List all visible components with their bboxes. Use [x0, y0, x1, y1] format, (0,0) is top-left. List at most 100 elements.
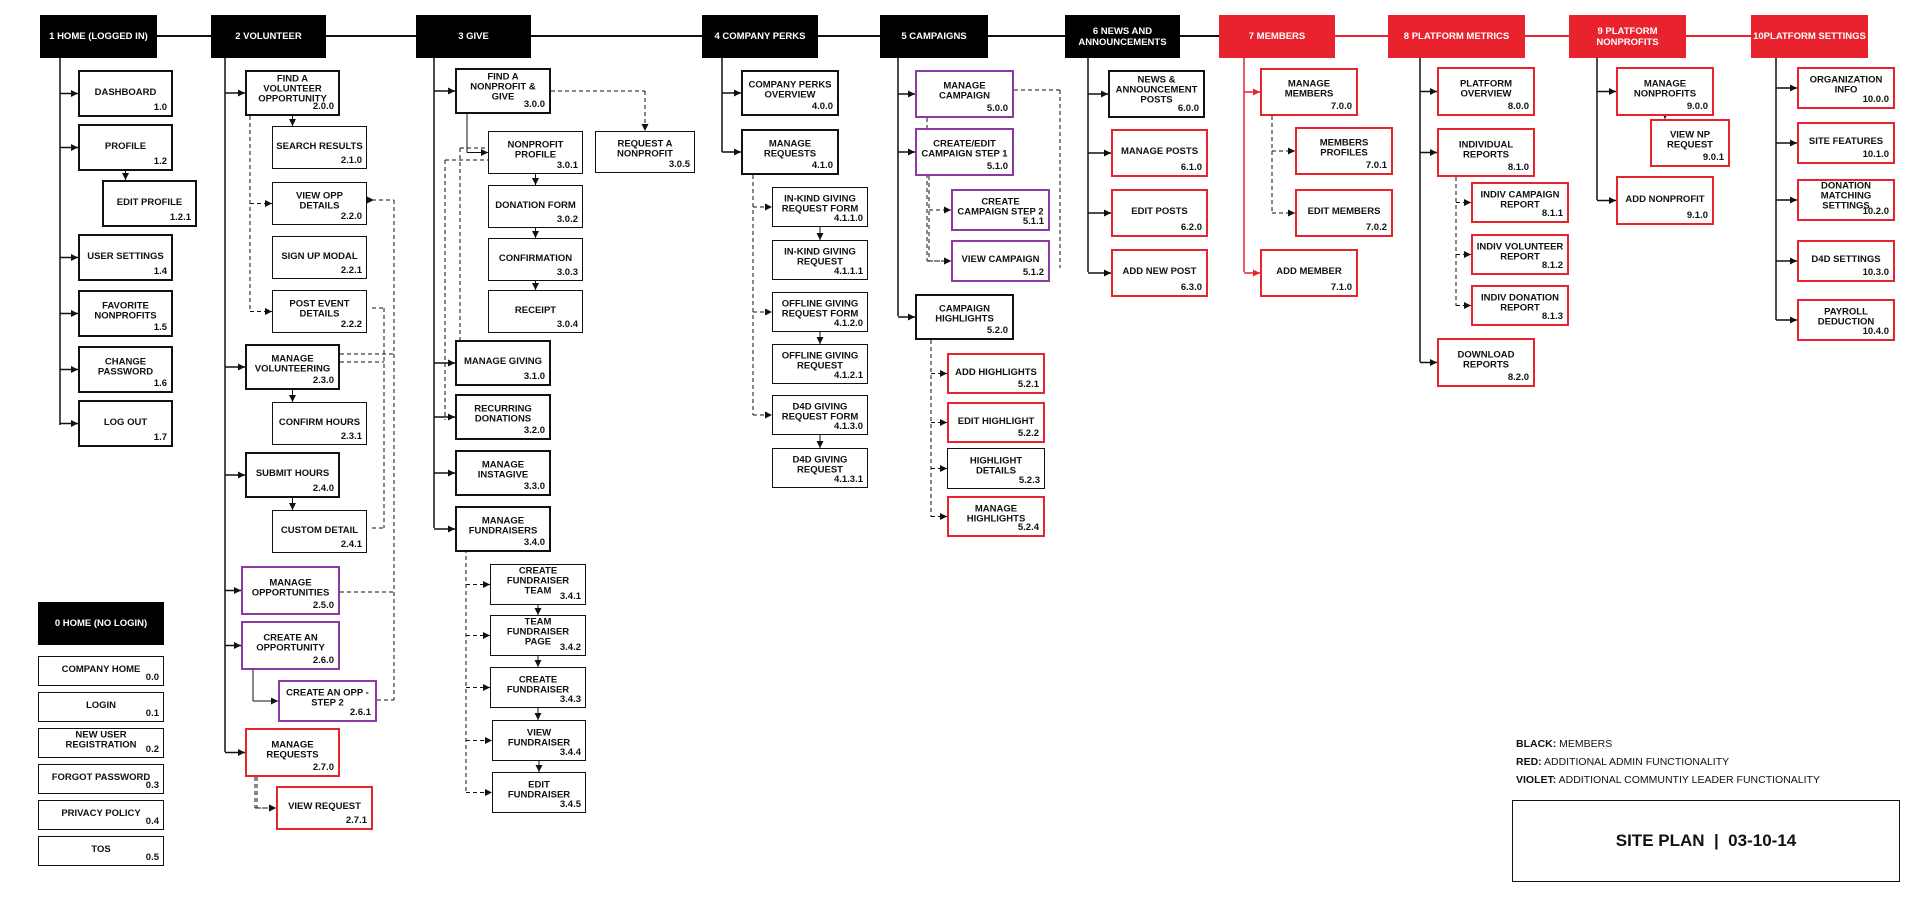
section-header-s1: 1 HOME (LOGGED IN): [40, 15, 157, 58]
page-node-number: 5.2.3: [1018, 475, 1040, 486]
page-node-label: PRIVACY POLICY: [61, 807, 141, 819]
page-node-number: 5.1.1: [1022, 216, 1044, 227]
arrowhead: [940, 513, 947, 520]
page-node-number: 2.0.0: [312, 101, 334, 112]
page-node-number: 6.0.0: [1177, 103, 1199, 114]
page-node-number: 2.6.0: [312, 655, 334, 666]
arrowhead: [289, 119, 296, 126]
page-node-label: LOGIN: [85, 699, 117, 711]
arrowhead: [1609, 197, 1616, 204]
page-node-label: DONATION MATCHING SETTINGS: [1820, 180, 1872, 212]
section-header-label: 0 HOME (NO LOGIN): [54, 618, 148, 629]
page-node-number: 4.1.3.0: [833, 421, 863, 432]
page-node-label: EDIT POSTS: [1131, 205, 1188, 217]
page-node-label: MANAGE REQUESTS: [266, 739, 319, 761]
section-header-label: 9 PLATFORM NONPROFITS: [1596, 25, 1659, 48]
legend-violet-key: VIOLET:: [1516, 774, 1557, 786]
section-header-s0: 0 HOME (NO LOGIN): [38, 602, 164, 645]
page-node-label: SUBMIT HOURS: [255, 467, 330, 479]
arrowhead: [289, 395, 296, 402]
page-node-number: 3.2.0: [523, 425, 545, 436]
page-node-label: REQUEST A NONPROFIT: [617, 138, 673, 160]
arrowhead: [1464, 251, 1471, 258]
section-header-label: 3 GIVE: [458, 31, 489, 42]
page-node-number: 8.1.3: [1541, 311, 1563, 322]
page-node-label: MANAGE OPPORTUNITIES: [251, 577, 330, 599]
page-node-label: MANAGE REQUESTS: [763, 138, 817, 160]
page-node-label: COMPANY PERKS OVERVIEW: [748, 79, 832, 101]
page-node-number: 8.1.1: [1541, 208, 1563, 219]
page-node-label: ADD HIGHLIGHTS: [955, 366, 1037, 378]
page-node-number: 4.1.2.0: [833, 318, 863, 329]
arrowhead: [534, 608, 542, 615]
section-header-s7: 7 MEMBERS: [1219, 15, 1335, 58]
page-node-number: 8.1.0: [1507, 162, 1529, 173]
arrowhead: [238, 89, 245, 97]
arrowhead: [1790, 84, 1797, 92]
page-node-label: MANAGE POSTS: [1120, 145, 1199, 157]
page-node-number: 1.0: [153, 102, 167, 113]
section-header-s4: 4 COMPANY PERKS: [702, 15, 818, 58]
section-header-label: 10PLATFORM SETTINGS: [1753, 31, 1866, 42]
page-node-number: 5.1.0: [986, 161, 1008, 172]
arrowhead: [483, 632, 490, 639]
page-node-number: 3.4.0: [523, 537, 545, 548]
page-node-number: 6.3.0: [1180, 282, 1202, 293]
arrowhead: [483, 684, 490, 691]
arrowhead: [238, 471, 245, 479]
legend-red: RED: ADDITIONAL ADMIN FUNCTIONALITY: [1516, 756, 1729, 768]
arrowhead: [238, 363, 245, 371]
page-node-label: PAYROLL DEDUCTION: [1817, 306, 1875, 328]
page-node-label: ADD NEW POST: [1122, 265, 1197, 277]
arrowhead: [1790, 316, 1797, 324]
page-node-number: 2.5.0: [312, 600, 334, 611]
page-node-number: 5.2.0: [986, 325, 1008, 336]
page-node-label: IN-KIND GIVING REQUEST: [784, 246, 856, 268]
page-node-label: ADD NONPROFIT: [1625, 193, 1705, 205]
arrowhead: [448, 87, 455, 95]
page-node-label: HIGHLIGHT DETAILS: [969, 455, 1023, 477]
page-node-number: 10.1.0: [1862, 149, 1889, 160]
page-node-label: CREATE AN OPPORTUNITY: [256, 632, 325, 654]
section-header-s3: 3 GIVE: [416, 15, 531, 58]
page-node-label: DASHBOARD: [94, 86, 157, 98]
page-node-number: 3.0.4: [556, 319, 578, 330]
arrowhead: [532, 231, 539, 238]
page-node-number: 3.4.3: [559, 694, 581, 705]
page-node-number: 4.1.1.1: [833, 266, 863, 277]
page-node-label: VIEW REQUEST: [288, 800, 361, 812]
page-node-number: 4.1.3.1: [833, 474, 863, 485]
page-node-number: 10.4.0: [1862, 326, 1889, 337]
arrowhead: [534, 660, 542, 667]
page-node-label: SITE FEATURES: [1808, 135, 1884, 147]
page-node-label: NEW USER REGISTRATION: [65, 729, 137, 751]
page-node-label: CREATE FUNDRAISER: [506, 674, 570, 696]
page-node-number: 10.2.0: [1862, 206, 1889, 217]
section-header-label: 6 NEWS AND ANNOUNCEMENTS: [1078, 25, 1167, 48]
arrowhead: [265, 200, 272, 207]
page-node-label: DOWNLOAD REPORTS: [1457, 349, 1515, 371]
page-node-label: ADD MEMBER: [1276, 265, 1342, 277]
page-node-number: 1.5: [153, 322, 167, 333]
arrowhead: [1253, 269, 1260, 277]
